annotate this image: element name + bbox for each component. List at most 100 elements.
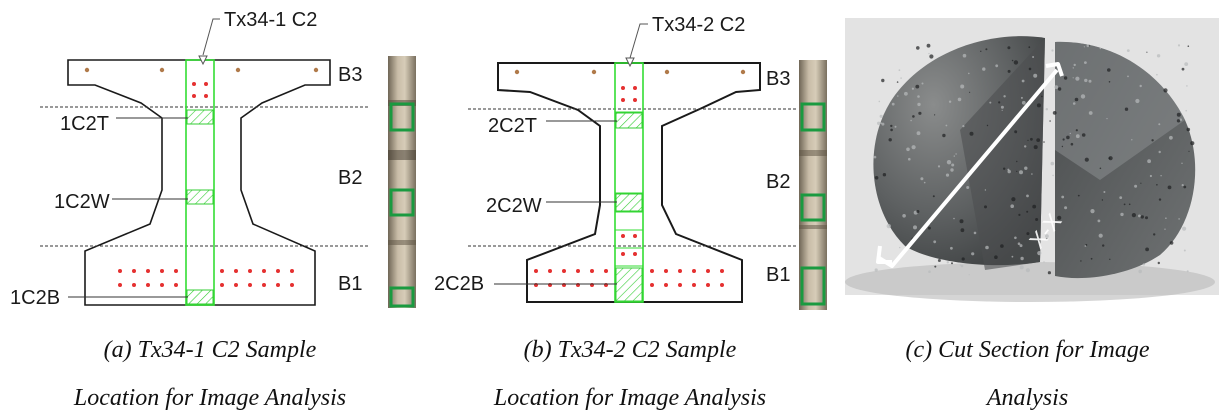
- aggregate-speck: [926, 43, 931, 48]
- aggregate-speck: [1190, 141, 1195, 146]
- aggregate-speck: [1134, 184, 1138, 188]
- aggregate-speck: [1050, 161, 1055, 166]
- aggregate-speck: [894, 125, 897, 128]
- core-sample-box-b-mid: [800, 193, 826, 222]
- aggregate-speck: [1181, 67, 1185, 71]
- aggregate-speck: [1062, 138, 1065, 141]
- strand-dot: [706, 283, 710, 287]
- aggregate-speck: [1028, 46, 1031, 49]
- strand-dot: [692, 269, 696, 273]
- strand-dot: [664, 269, 668, 273]
- aggregate-speck: [1176, 112, 1181, 117]
- aggregate-speck: [959, 264, 961, 266]
- aggregate-speck: [1043, 141, 1045, 143]
- zone-label-b-b2: B2: [766, 171, 790, 193]
- aggregate-speck: [951, 262, 953, 265]
- aggregate-speck: [921, 82, 924, 85]
- aggregate-speck: [1108, 81, 1111, 83]
- zone-label-b-b1: B1: [766, 264, 790, 286]
- aggregate-speck: [1045, 234, 1049, 239]
- aggregate-speck: [1145, 216, 1148, 220]
- aggregate-speck: [1020, 256, 1024, 261]
- aggregate-speck: [1097, 219, 1101, 223]
- aggregate-speck: [1019, 170, 1023, 175]
- aggregate-speck: [1031, 173, 1033, 175]
- aggregate-speck: [1028, 67, 1032, 71]
- aggregate-speck: [973, 231, 977, 235]
- strand-dot: [576, 269, 580, 273]
- aggregate-speck: [881, 122, 885, 126]
- strand-dot: [220, 283, 224, 287]
- caption-a: (a) Tx34-1 C2 Sample Location for Image …: [10, 338, 410, 410]
- aggregate-speck: [980, 50, 982, 52]
- aggregate-speck: [1086, 44, 1090, 48]
- core-sample-box-b-top: [800, 102, 826, 132]
- caption-c-line1: (c) Cut Section for Image: [905, 337, 1150, 363]
- aggregate-speck: [881, 78, 885, 83]
- aggregate-speck: [1070, 142, 1074, 146]
- strand-dot: [146, 283, 150, 287]
- caption-a-line1: (a) Tx34-1 C2 Sample: [103, 337, 317, 363]
- aggregate-speck: [891, 102, 895, 106]
- aggregate-speck: [873, 155, 877, 159]
- aggregate-speck: [912, 115, 915, 118]
- aggregate-speck: [1063, 76, 1068, 80]
- aggregate-speck: [1033, 145, 1038, 150]
- aggregate-speck: [955, 153, 957, 155]
- aggregate-speck: [1007, 168, 1010, 171]
- core-sample-box-a-mid: [389, 188, 415, 217]
- aggregate-speck: [1186, 127, 1191, 132]
- zone-label-a-b1: B1: [338, 273, 362, 295]
- aggregate-speck: [920, 177, 924, 181]
- arrow-girder-a: [198, 55, 208, 66]
- strand-dot: [234, 283, 238, 287]
- strand-dot: [248, 283, 252, 287]
- arrow-girder-b: [625, 57, 635, 68]
- aggregate-speck: [1011, 59, 1014, 62]
- aggregate-speck: [1019, 265, 1024, 270]
- aggregate-speck: [916, 210, 920, 213]
- aggregate-speck: [959, 219, 964, 224]
- aggregate-speck: [1165, 217, 1167, 219]
- aggregate-speck: [948, 100, 952, 103]
- aggregate-speck: [1033, 73, 1038, 78]
- aggregate-speck: [923, 181, 926, 184]
- leader-girder-b: [629, 23, 648, 59]
- strand-dot: [720, 283, 724, 287]
- aggregate-speck: [1016, 160, 1018, 163]
- girder-outline-b: [497, 62, 761, 303]
- aggregate-speck: [1101, 199, 1104, 201]
- strand-dot: [548, 269, 552, 273]
- aggregate-speck: [933, 240, 937, 244]
- aggregate-speck: [874, 268, 878, 272]
- core-sample-box-b-bottom: [800, 266, 826, 306]
- aggregate-speck: [928, 52, 930, 55]
- aggregate-speck: [1181, 184, 1184, 187]
- aggregate-speck: [1177, 44, 1181, 47]
- aggregate-speck: [1184, 62, 1189, 66]
- aggregate-speck: [1061, 195, 1065, 199]
- aggregate-speck: [900, 77, 902, 79]
- aggregate-speck: [1072, 77, 1074, 79]
- aggregate-speck: [1139, 84, 1142, 88]
- aggregate-speck: [937, 259, 941, 262]
- aggregate-speck: [928, 270, 931, 274]
- aggregate-speck: [927, 226, 931, 230]
- aggregate-speck: [877, 121, 881, 126]
- aggregate-speck: [1158, 150, 1161, 154]
- aggregate-speck: [874, 176, 879, 180]
- aggregate-speck: [962, 53, 967, 58]
- strand-dot: [678, 283, 682, 287]
- sample-label-1c2b: 1C2B: [10, 287, 60, 309]
- sample-box-2c2w: [615, 193, 643, 212]
- strand-dot: [262, 283, 266, 287]
- sample-box-1c2t: [186, 109, 214, 125]
- girder-label-b: Tx34-2 C2: [652, 14, 745, 36]
- aggregate-speck: [1036, 103, 1041, 108]
- aggregate-speck: [1107, 68, 1111, 72]
- aggregate-speck: [1036, 138, 1041, 143]
- strand-dot: [678, 269, 682, 273]
- caption-a-line2: Location for Image Analysis: [73, 385, 347, 411]
- aggregate-speck: [878, 100, 881, 103]
- strand-dot: [174, 283, 178, 287]
